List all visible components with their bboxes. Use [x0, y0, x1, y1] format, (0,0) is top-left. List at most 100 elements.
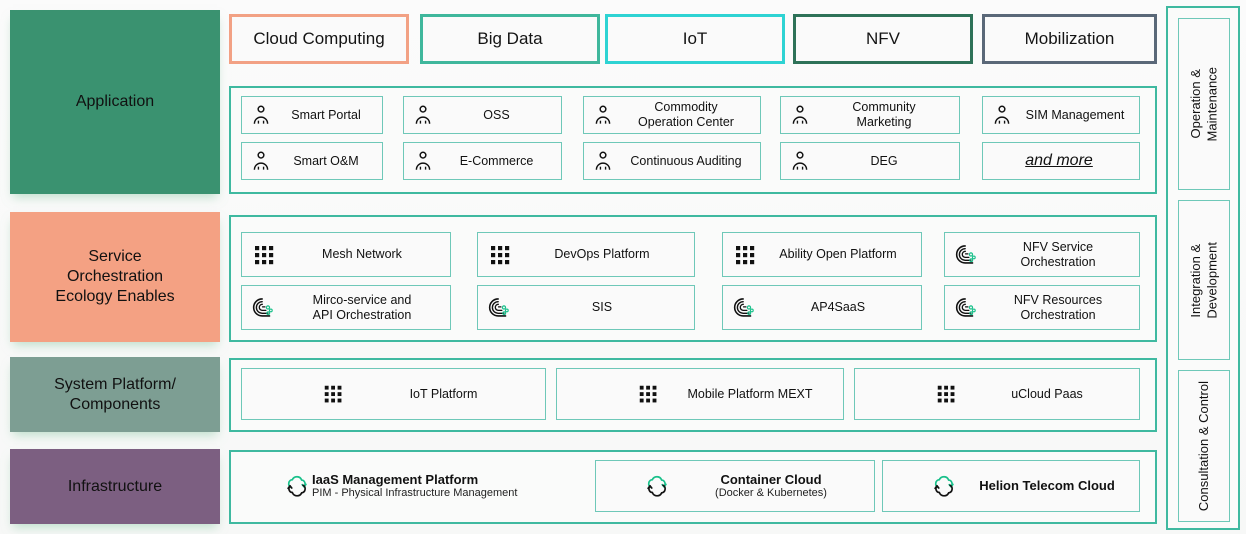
- grid-dots-icon: [639, 385, 657, 403]
- layer-label-text: Service Orchestration Ecology Enables: [55, 248, 175, 305]
- person-icon-wrap: [989, 104, 1015, 126]
- grid-dots-icon-wrap: [635, 383, 661, 405]
- service-tile-mesh-network[interactable]: Mesh Network: [241, 232, 451, 277]
- app-tile-and-more[interactable]: and more: [982, 142, 1140, 180]
- person-icon: [253, 105, 269, 124]
- system-tile-iot-platform[interactable]: IoT Platform: [241, 368, 546, 420]
- orchestration-icon: [488, 297, 509, 317]
- system-tile-ucloud-paas[interactable]: uCloud Paas: [854, 368, 1140, 420]
- tile-label: AP4SaaS: [810, 300, 866, 315]
- tile-label: Ability Open Platform: [779, 247, 897, 262]
- category-chip-cloud-computing[interactable]: Cloud Computing: [229, 14, 409, 64]
- grid-dots-icon: [324, 385, 342, 403]
- tile-label: NFV Service Orchestration: [1020, 239, 1096, 269]
- sidebar-item-label: Operation & Maintenance: [1187, 66, 1219, 142]
- person-icon: [253, 151, 269, 170]
- category-chip-iot[interactable]: IoT: [605, 14, 785, 64]
- person-icon: [595, 105, 611, 124]
- person-icon-wrap: [590, 104, 616, 126]
- orchestration-icon-wrap: [250, 296, 278, 320]
- cloud-icon-wrap: [282, 473, 312, 499]
- cloud-icon: [934, 475, 954, 497]
- app-tile-smart-portal[interactable]: Smart Portal: [241, 96, 383, 134]
- app-tile-deg[interactable]: DEG: [780, 142, 960, 180]
- tile-label: NFV Resources Orchestration: [1013, 292, 1103, 322]
- grid-dots-icon-wrap: [320, 383, 346, 405]
- cloud-icon-wrap: [642, 473, 672, 499]
- tile-label: IoT Platform: [409, 386, 478, 401]
- orchestration-icon-wrap: [953, 296, 981, 320]
- tile-title: IaaS Management Platform: [312, 471, 479, 487]
- person-icon-wrap: [787, 104, 813, 126]
- layer-label-service: Service Orchestration Ecology Enables: [10, 212, 220, 342]
- app-tile-sim-management[interactable]: SIM Management: [982, 96, 1140, 134]
- layer-label-text: System Platform/ Components: [54, 375, 176, 413]
- service-tile-nfv-service-orchestration[interactable]: NFV Service Orchestration: [944, 232, 1140, 277]
- category-label: IoT: [682, 29, 708, 48]
- person-icon: [415, 105, 431, 124]
- grid-dots-icon-wrap: [731, 243, 759, 267]
- tile-label: Community Marketing: [852, 100, 916, 129]
- service-tile-nfv-resources-orchestration[interactable]: NFV Resources Orchestration: [944, 285, 1140, 330]
- app-tile-commodity-operation-center[interactable]: Commodity Operation Center: [583, 96, 761, 134]
- tile-label: E-Commerce: [459, 153, 534, 168]
- tile-label: Smart Portal: [291, 107, 361, 122]
- tile-label: SIS: [591, 300, 613, 315]
- service-tile-devops-platform[interactable]: DevOps Platform: [477, 232, 695, 277]
- orchestration-icon-wrap: [486, 296, 514, 320]
- person-icon-wrap: [410, 150, 436, 172]
- category-label: Big Data: [477, 29, 543, 48]
- layer-label-text: Application: [75, 93, 155, 110]
- sidebar-item-integration-development[interactable]: Integration & Development: [1178, 200, 1230, 360]
- category-chip-big-data[interactable]: Big Data: [420, 14, 600, 64]
- app-tile-community-marketing[interactable]: Community Marketing: [780, 96, 960, 134]
- app-tile-e-commerce[interactable]: E-Commerce: [403, 142, 562, 180]
- person-icon-wrap: [590, 150, 616, 172]
- person-icon-wrap: [787, 150, 813, 172]
- grid-dots-icon: [937, 385, 955, 403]
- infra-tile-helion-telecom-cloud[interactable]: Helion Telecom Cloud: [882, 460, 1140, 512]
- layer-label-text: Infrastructure: [67, 477, 163, 495]
- person-icon-wrap: [248, 104, 274, 126]
- tile-label: Continuous Auditing: [630, 153, 742, 168]
- app-tile-smart-o-m[interactable]: Smart O&M: [241, 142, 383, 180]
- tile-label: DEG: [870, 153, 898, 168]
- orchestration-icon-wrap: [953, 243, 981, 267]
- sidebar-item-operation-maintenance[interactable]: Operation & Maintenance: [1178, 18, 1230, 190]
- grid-dots-icon: [736, 245, 755, 264]
- person-icon: [792, 151, 808, 170]
- sidebar-item-label: Consultation & Control: [1195, 380, 1211, 512]
- tile-label: Smart O&M: [293, 153, 359, 168]
- person-icon-wrap: [410, 104, 436, 126]
- orchestration-icon: [252, 297, 273, 317]
- tile-label: uCloud Paas: [1011, 386, 1083, 401]
- sidebar-item-label: Integration & Development: [1187, 241, 1219, 319]
- service-tile-mirco-service-and-api-orchestration[interactable]: Mirco-service and API Orchestration: [241, 285, 451, 330]
- cloud-icon: [647, 475, 667, 497]
- category-chip-mobilization[interactable]: Mobilization: [982, 14, 1157, 64]
- app-tile-oss[interactable]: OSS: [403, 96, 562, 134]
- orchestration-icon: [733, 297, 754, 317]
- infra-tile-container-cloud[interactable]: Container Cloud(Docker & Kubernetes): [595, 460, 875, 512]
- category-label: Mobilization: [1024, 29, 1115, 48]
- sidebar-item-consultation-control[interactable]: Consultation & Control: [1178, 370, 1230, 522]
- system-tile-mobile-platform-mext[interactable]: Mobile Platform MEXT: [556, 368, 844, 420]
- cloud-icon: [287, 475, 307, 497]
- tile-subtitle: (Docker & Kubernetes): [715, 487, 827, 500]
- app-tile-continuous-auditing[interactable]: Continuous Auditing: [583, 142, 761, 180]
- tile-label: DevOps Platform: [554, 247, 650, 262]
- tile-label: Commodity Operation Center: [638, 100, 734, 129]
- service-tile-ability-open-platform[interactable]: Ability Open Platform: [722, 232, 922, 277]
- orchestration-icon: [955, 297, 976, 317]
- person-icon: [792, 105, 808, 124]
- layer-label-infrastructure: Infrastructure: [10, 449, 220, 524]
- grid-dots-icon-wrap: [250, 243, 278, 267]
- service-tile-sis[interactable]: SIS: [477, 285, 695, 330]
- service-tile-ap4saas[interactable]: AP4SaaS: [722, 285, 922, 330]
- category-label: Cloud Computing: [253, 29, 385, 48]
- person-icon: [415, 151, 431, 170]
- category-chip-nfv[interactable]: NFV: [793, 14, 973, 64]
